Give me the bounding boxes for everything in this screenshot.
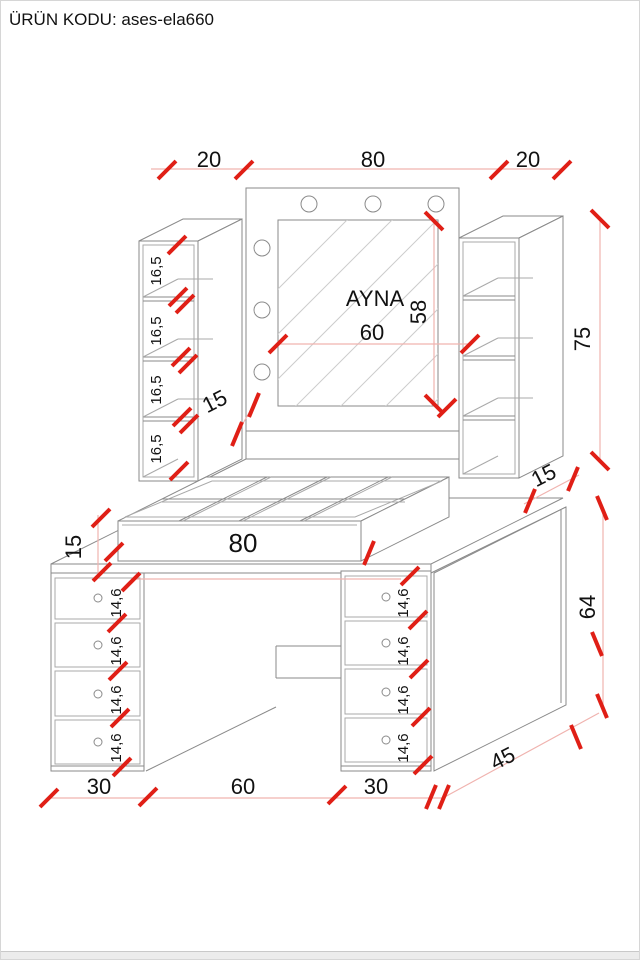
dim-top-left: 20 — [197, 147, 221, 172]
dim-mirror-width: 60 — [360, 320, 384, 345]
dim-mirror-height: 58 — [406, 300, 431, 324]
dim-left-shelf-1: 16,5 — [148, 256, 165, 285]
dim-left-drawer-3: 14,6 — [108, 685, 125, 714]
desk-right-side-panel — [433, 506, 567, 772]
drawer-knob — [381, 638, 391, 648]
mirror-glass-hatch — [278, 220, 438, 406]
dim-left-shelf-2: 16,5 — [148, 316, 165, 345]
drawer-knob — [93, 737, 103, 747]
dim-left-shelf-4: 16,5 — [148, 434, 165, 463]
right-shelf-tower — [458, 215, 564, 479]
dimension-lines — [49, 168, 604, 800]
dim-top-center: 80 — [361, 147, 385, 172]
dim-bottom-center: 60 — [231, 774, 255, 799]
dim-right-drawer-3: 14,6 — [395, 685, 412, 714]
drawer-knob — [93, 689, 103, 699]
dim-desk-depth: 45 — [486, 742, 519, 775]
page-title: ÜRÜN KODU: ases-ela660 — [9, 10, 214, 29]
bottom-border-strip — [1, 951, 639, 959]
dim-tray-height: 15 — [61, 535, 86, 559]
organizer-tray — [117, 476, 450, 562]
left-drawer-tower — [50, 572, 145, 772]
mirror-bottom-shelf — [245, 430, 460, 460]
dim-top-right: 20 — [516, 147, 540, 172]
dim-tray-width: 80 — [229, 528, 258, 558]
knee-space-back-panel — [145, 645, 341, 772]
right-shelves — [462, 277, 533, 475]
dimension-ticks — [38, 159, 611, 810]
dim-left-drawer-2: 14,6 — [108, 636, 125, 665]
mirror-frame — [205, 187, 460, 480]
dim-right-drawer-4: 14,6 — [395, 733, 412, 762]
tray-dividers — [124, 476, 443, 522]
drawer-knob — [93, 593, 103, 603]
drawer-knob — [381, 687, 391, 697]
drawer-knob — [381, 735, 391, 745]
mirror-label: AYNA — [346, 286, 405, 311]
mirror-lights — [253, 195, 445, 381]
dim-left-drawer-1: 14,6 — [108, 588, 125, 617]
dim-left-shelf-3: 16,5 — [148, 375, 165, 404]
dim-right-height: 75 — [570, 327, 595, 351]
desk — [50, 497, 567, 772]
dim-right-drawer-1: 14,6 — [395, 588, 412, 617]
dim-right-drawer-2: 14,6 — [395, 636, 412, 665]
drawer-knob — [93, 640, 103, 650]
dim-bottom-left: 30 — [87, 774, 111, 799]
drawer-knob — [381, 592, 391, 602]
dim-left-drawer-4: 14,6 — [108, 733, 125, 762]
dim-desk-height: 64 — [575, 595, 600, 619]
left-shelf-tower — [138, 218, 243, 482]
dim-bottom-right: 30 — [364, 774, 388, 799]
